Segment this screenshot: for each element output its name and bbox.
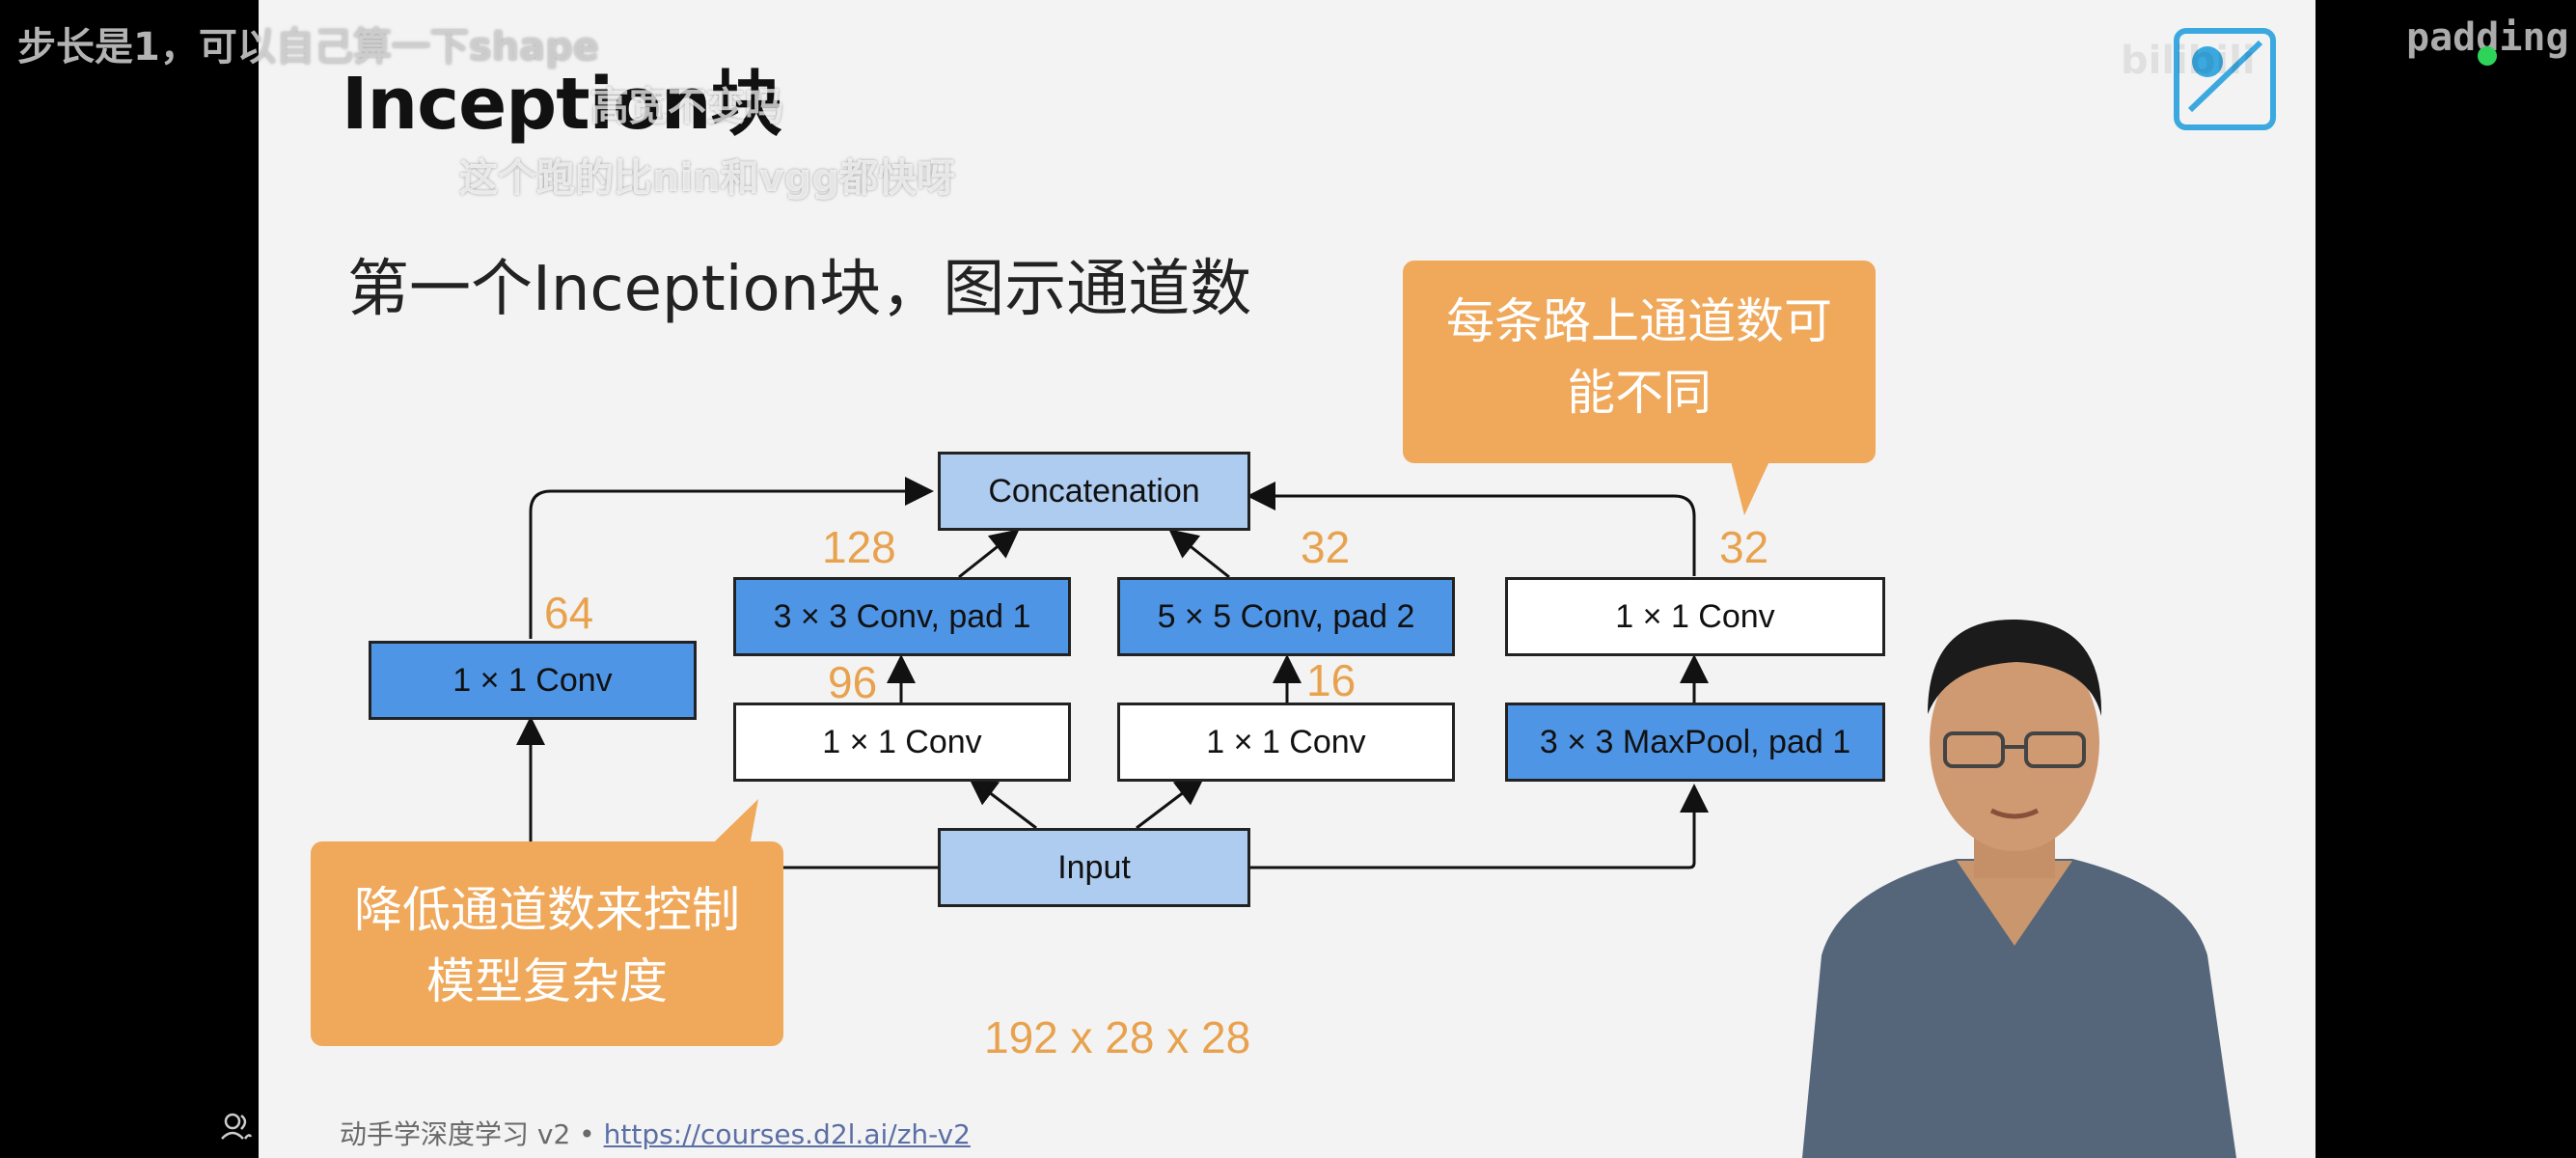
slide-title: Inception块 [342,63,781,146]
input-node: Input [938,828,1250,907]
bilibili-logo-icon [2174,28,2276,130]
callout-line: 能不同 [1567,365,1712,421]
conv-3x3-node: 3 × 3 Conv, pad 1 [733,577,1071,656]
conv-5x5-node: 5 × 5 Conv, pad 2 [1117,577,1455,656]
callout-line: 模型复杂度 [426,953,668,1009]
course-link[interactable]: https://courses.d2l.ai/zh-v2 [603,1118,971,1150]
input-shape: 192 x 28 x 28 [984,1012,1251,1062]
danmaku-comment: 步长是1，可以自己算一下shape [17,25,599,69]
conv-1x1-path1: 1 × 1 Conv [369,641,697,720]
conv-1x1-path3: 1 × 1 Conv [1117,703,1455,782]
conv-1x1-path2: 1 × 1 Conv [733,703,1071,782]
channel-count-64: 64 [544,588,594,638]
conv-1x1-path4: 1 × 1 Conv [1505,577,1885,656]
slide-subtitle: 第一个Inception块，图示通道数 [347,254,1252,325]
channel-count-128: 128 [822,522,896,572]
callout-line: 每条路上通道数可 [1446,293,1832,349]
status-dot-icon [2478,46,2497,66]
concatenation-node: Concatenation [938,452,1250,531]
footer-text: 动手学深度学习 v2 • [340,1118,604,1150]
danmaku-comment: 高宽不变吗 [590,85,783,129]
callout-reduce-channels: 降低通道数来控制 模型复杂度 [311,841,783,1046]
viewers-icon[interactable] [220,1110,253,1143]
callout-line: 降低通道数来控制 [354,882,740,938]
channel-count-16: 16 [1306,655,1357,705]
diagram-connectors [516,477,1709,869]
maxpool-node: 3 × 3 MaxPool, pad 1 [1505,703,1885,782]
channel-count-32: 32 [1301,522,1351,572]
danmaku-comment: 这个跑的比nin和vgg都快呀 [459,156,956,201]
channel-count-32-pool: 32 [1719,522,1769,572]
callout-pointer [1731,461,1769,515]
callout-channels-differ: 每条路上通道数可 能不同 [1403,261,1876,463]
watermark: bilibili [2121,39,2256,83]
presenter-video [1802,619,2236,1158]
lecture-slide: Inception块 第一个Inception块，图示通道数 bilibili [259,0,2316,1158]
slide-footer: 动手学深度学习 v2 • https://courses.d2l.ai/zh-v… [340,1114,971,1152]
channel-count-96: 96 [828,657,878,707]
